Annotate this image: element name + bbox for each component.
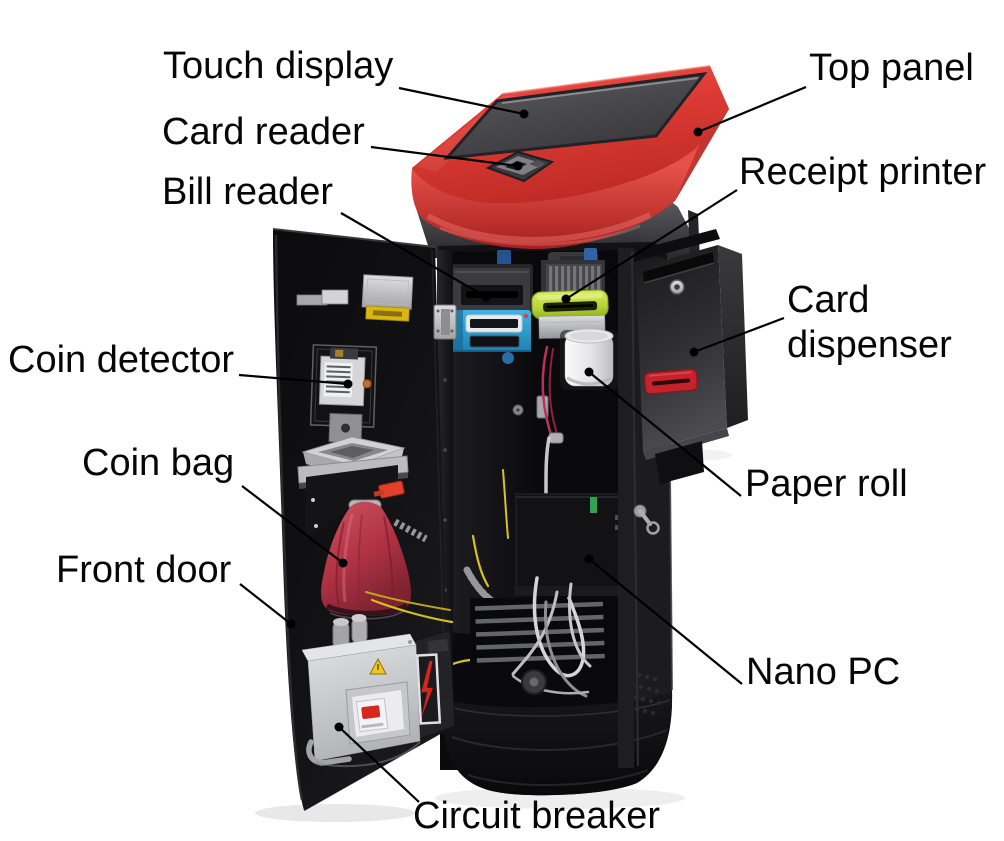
dot-circuit-breaker — [334, 722, 344, 732]
kiosk-top-panel — [411, 65, 729, 249]
label-paper-roll: Paper roll — [745, 463, 908, 505]
dot-receipt-printer — [561, 294, 571, 304]
coin-detector — [309, 344, 378, 444]
leader-bill-reader — [340, 212, 487, 298]
bill-reader — [449, 264, 533, 316]
label-receipt-printer: Receipt printer — [739, 151, 987, 193]
circuit-breaker — [301, 614, 421, 768]
dot-touch-display — [519, 109, 529, 119]
dot-front-door — [286, 619, 296, 629]
lightning-bolt-icon — [421, 660, 433, 718]
door-wires — [365, 591, 454, 624]
leader-front-door — [239, 583, 292, 625]
dot-paper-roll — [584, 367, 594, 377]
card-dispenser — [633, 229, 748, 484]
dot-card-dispenser — [689, 347, 699, 357]
leader-touch-display — [398, 86, 525, 116]
nano-pc — [514, 493, 630, 596]
power-cables — [511, 576, 592, 698]
leader-card-dispenser — [693, 316, 785, 354]
warning-label — [365, 305, 410, 322]
dot-top-panel — [693, 127, 703, 137]
label-card-dispenser: Card dispenser — [787, 279, 952, 366]
label-circuit-breaker: Circuit breaker — [413, 795, 661, 837]
door-plate — [361, 274, 414, 310]
label-touch-display: Touch display — [163, 45, 394, 87]
paper-roll — [560, 328, 618, 390]
leader-coin-detector — [238, 373, 349, 386]
label-top-panel: Top panel — [809, 47, 974, 89]
dot-bill-reader — [481, 292, 491, 302]
touch-display-screen — [443, 72, 708, 160]
breaker-switch — [355, 697, 389, 733]
vent-shelf — [470, 598, 610, 672]
leader-lines — [238, 85, 807, 803]
dot-nano-pc — [584, 554, 594, 564]
leader-top-panel — [697, 85, 807, 134]
dot-coin-bag — [338, 558, 348, 568]
front-door — [272, 228, 457, 811]
receipt-printer — [531, 260, 609, 339]
high-voltage-sticker — [415, 653, 442, 725]
leader-nano-pc — [588, 558, 743, 685]
dot-card-reader — [513, 161, 523, 171]
leader-circuit-breaker — [338, 726, 420, 803]
door-handle — [296, 289, 349, 306]
label-bill-reader: Bill reader — [162, 171, 334, 213]
key-lock — [633, 504, 660, 535]
bill-acceptor — [453, 310, 531, 352]
coin-bag — [321, 501, 412, 620]
door-hinge-top — [433, 304, 457, 340]
leader-card-reader — [370, 145, 519, 168]
cabinet-base — [442, 670, 673, 796]
label-coin-bag: Coin bag — [82, 442, 235, 484]
label-nano-pc: Nano PC — [746, 651, 901, 693]
label-card-reader: Card reader — [162, 111, 365, 153]
card-dispenser-slot — [644, 368, 698, 395]
label-coin-detector: Coin detector — [8, 339, 235, 381]
leader-dots — [286, 109, 703, 732]
leader-paper-roll — [588, 371, 742, 497]
label-front-door: Front door — [56, 549, 232, 591]
leader-receipt-printer — [565, 189, 738, 300]
dot-coin-detector — [343, 379, 353, 389]
leader-coin-bag — [241, 485, 344, 564]
